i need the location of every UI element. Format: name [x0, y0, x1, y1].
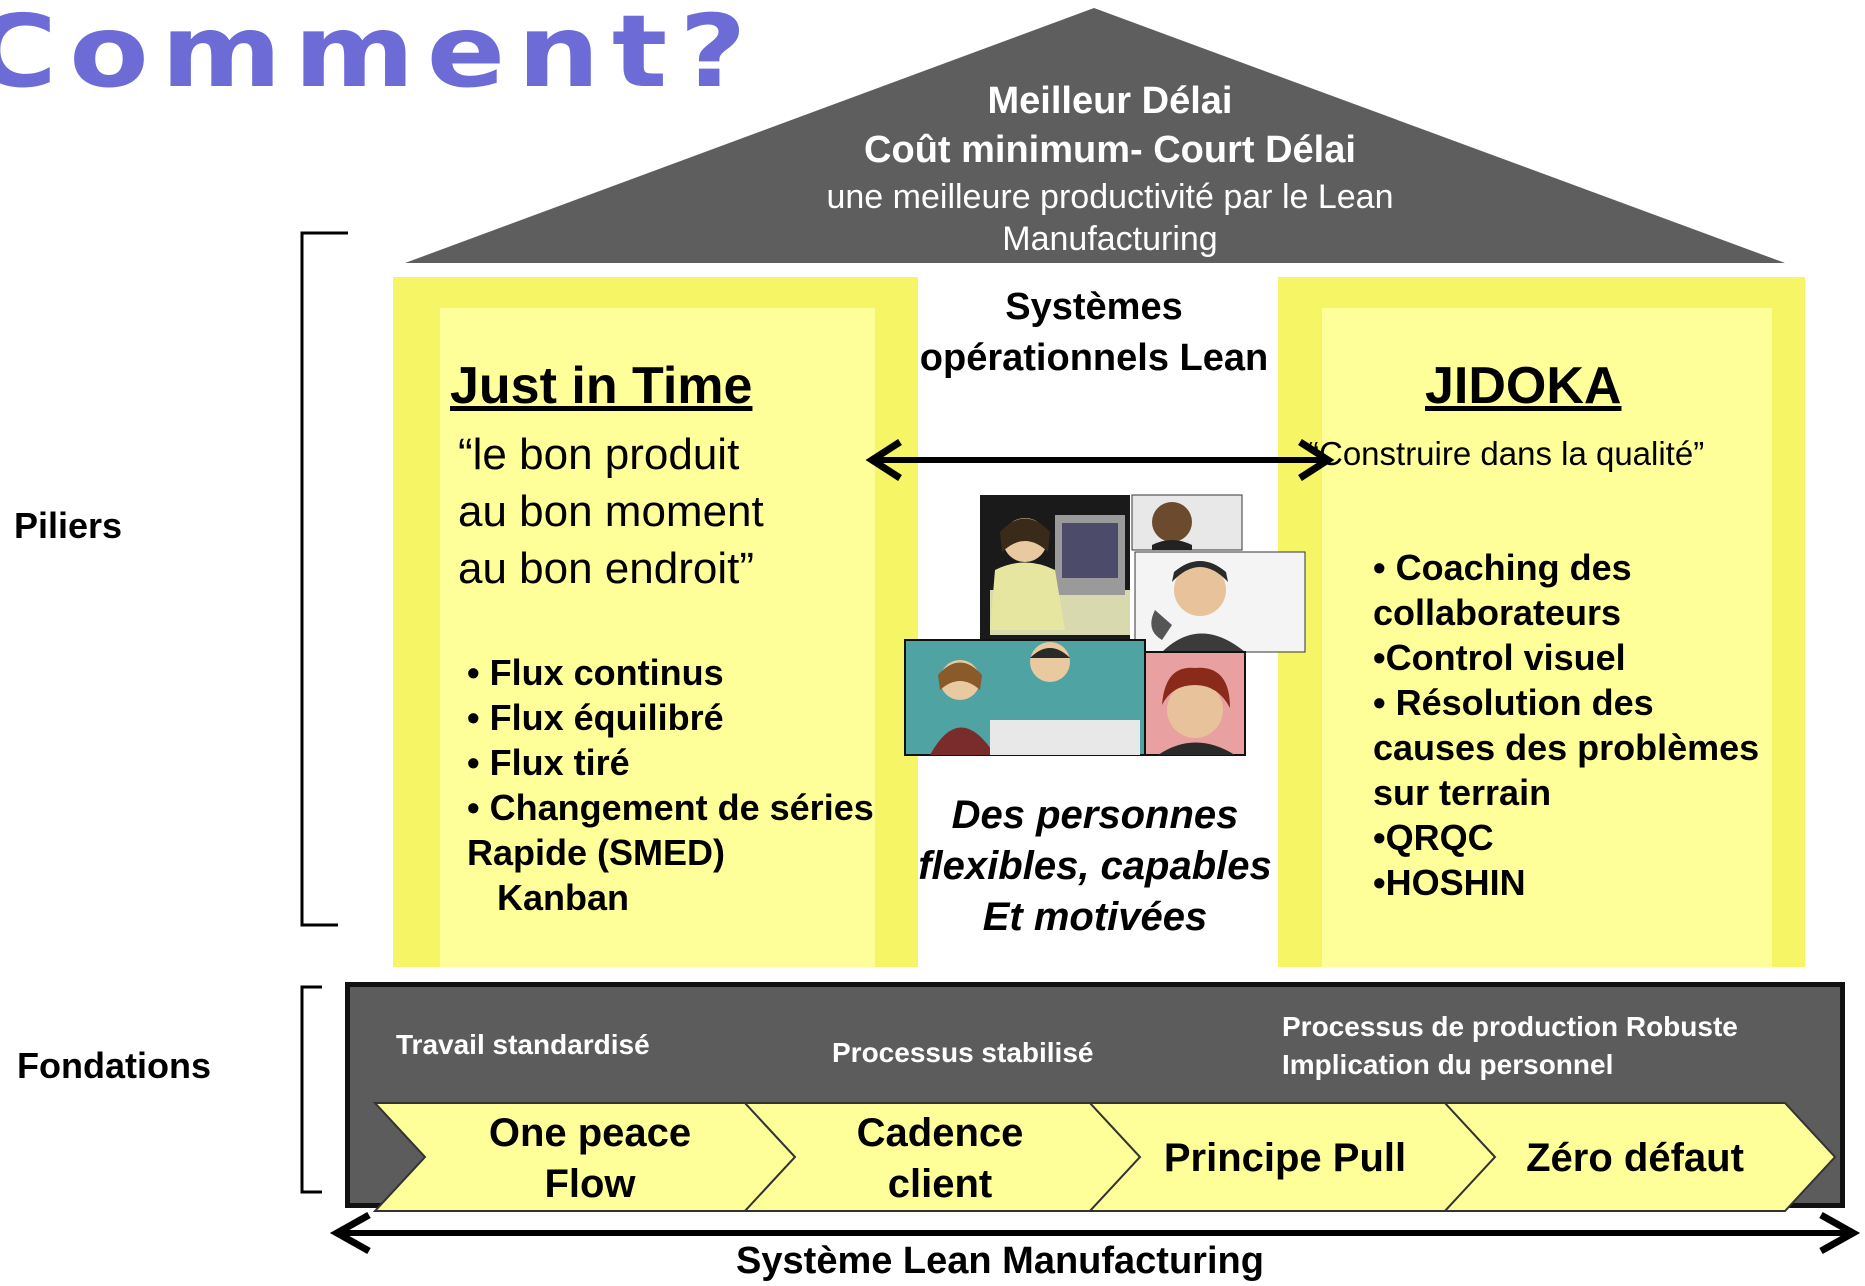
list-item: collaborateurs [1373, 592, 1622, 633]
left-pillar-quote: “le bon produit au bon moment au bon end… [458, 426, 764, 597]
list-item: • Changement de séries [467, 787, 874, 828]
roof-text: Meilleur Délai Coût minimum- Court Délai… [760, 78, 1460, 260]
double-arrow-center [865, 439, 1335, 481]
people-clipart-icon [904, 494, 1306, 756]
right-pillar-quote: “Construire dans la qualité” [1308, 435, 1705, 472]
list-item: • Résolution des [1373, 682, 1654, 723]
roof-line-2: Coût minimum- Court Délai [864, 129, 1356, 171]
caption-line: Et motivées [982, 895, 1208, 939]
list-item: • Flux équilibré [467, 697, 724, 738]
double-arrow-bottom [329, 1211, 1861, 1255]
left-pillar-bullets: • Flux continus • Flux équilibré • Flux … [467, 650, 874, 920]
list-item: sur terrain [1373, 772, 1552, 813]
list-item: causes des problèmes [1373, 727, 1760, 768]
quote-line: “le bon produit [458, 430, 740, 479]
people-caption: Des personnes flexibles, capables Et mot… [880, 790, 1310, 943]
list-item: Rapide (SMED) [467, 832, 726, 873]
caption-line: Des personnes [951, 793, 1239, 837]
right-pillar [1322, 308, 1772, 967]
list-item: • Flux continus [467, 652, 724, 693]
roof-line-1: Meilleur Délai [987, 80, 1233, 122]
fondations-label: Fondations [17, 1045, 211, 1086]
chevron-arrows [372, 1102, 1837, 1212]
quote-line: au bon endroit” [458, 544, 754, 593]
chevron-principe-pull: Principe Pull [1163, 1136, 1407, 1180]
foundation-text-3: Processus de production Robuste Implicat… [1282, 1008, 1738, 1084]
bracket-icon [300, 231, 348, 1194]
chevron-cadence-client: Cadence client [856, 1111, 1024, 1206]
page-title: Comment? [0, 0, 759, 111]
system-label: Système Lean Manufacturing [736, 1240, 1264, 1282]
roof-line-3: une meilleure productivité par le Lean M… [826, 178, 1394, 258]
list-item: • Flux tiré [467, 742, 630, 783]
caption-line: flexibles, capables [918, 844, 1272, 888]
foundation-text-1: Travail standardisé [396, 1029, 650, 1060]
list-item: Kanban [497, 877, 630, 918]
piliers-label: Piliers [14, 505, 123, 546]
left-pillar [440, 308, 875, 967]
right-pillar-title: JIDOKA [1425, 357, 1622, 415]
quote-line: au bon moment [458, 487, 764, 536]
chevron-zero-defaut: Zéro défaut [1526, 1136, 1744, 1180]
chevron-one-peace-flow: One peace Flow [488, 1111, 692, 1206]
foundation-text-3-line-1: Processus de production Robuste [1282, 1011, 1738, 1042]
center-title: Systèmes opérationnels Lean [919, 286, 1269, 379]
list-item: •QRQC [1373, 817, 1494, 858]
foundation-text-2: Processus stabilisé [832, 1037, 1094, 1068]
right-pillar-bullets: • Coaching des collaborateurs •Control v… [1373, 545, 1759, 905]
list-item: • Coaching des [1373, 547, 1632, 588]
list-item: •HOSHIN [1373, 862, 1526, 903]
list-item: •Control visuel [1373, 637, 1626, 678]
foundation-text-3-line-2: Implication du personnel [1282, 1049, 1614, 1080]
left-pillar-title: Just in Time [450, 357, 753, 415]
